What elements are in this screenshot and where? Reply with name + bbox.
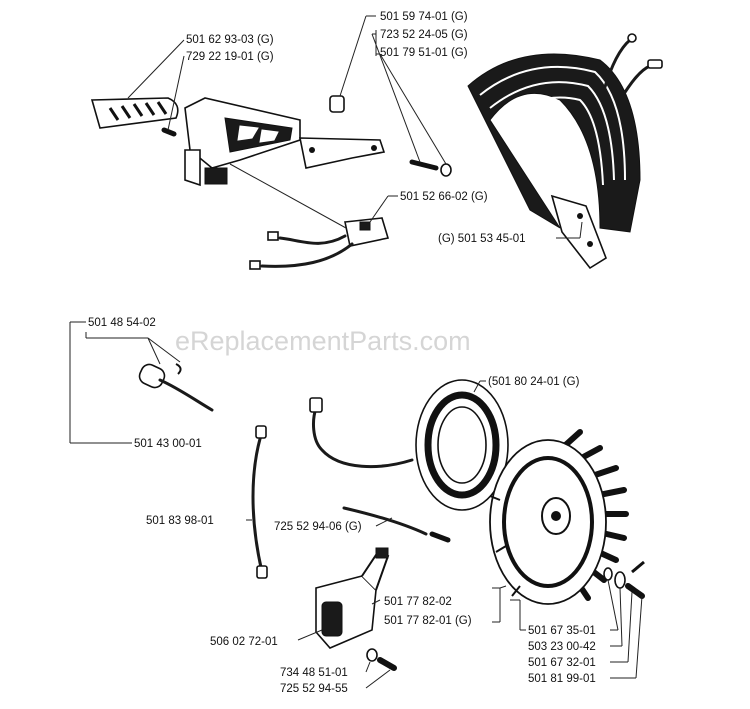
flywheel-nut-washer-part — [603, 560, 645, 599]
label-725-52-94-55: 725 52 94-55 — [280, 683, 348, 695]
label-501-83-98-01: 501 83 98-01 — [146, 515, 214, 527]
stop-switch-part — [344, 217, 390, 247]
coil-wrap-part — [467, 33, 663, 270]
label-501-52-66-02: 501 52 66-02 (G) — [400, 191, 488, 203]
spacer-sleeve-part — [329, 95, 345, 113]
ignition-lead-end-2 — [256, 565, 268, 579]
wire-terminal-2 — [249, 260, 261, 270]
screw-and-washer-part — [409, 159, 452, 177]
label-729-22-19-01: 729 22 19-01 (G) — [186, 51, 274, 63]
label-501-67-32-01: 501 67 32-01 — [528, 657, 596, 669]
label-503-23-00-42: 503 23 00-42 — [528, 641, 596, 653]
flywheel-ring-part — [415, 379, 509, 511]
module-screw-part — [366, 648, 397, 671]
spark-plug-cap-part — [138, 363, 214, 412]
label-501-59-74-01: 501 59 74-01 (G) — [380, 11, 468, 23]
switch-wire-1 — [278, 234, 347, 245]
ring-wire-connector — [309, 397, 323, 413]
screw-725-52-94-06 — [342, 506, 428, 536]
ignition-lead-end-1 — [255, 425, 267, 439]
ring-wire-part — [312, 406, 414, 468]
handle-housing-part — [184, 97, 301, 187]
bracket-plate-part — [299, 137, 386, 169]
small-screw-part — [161, 127, 177, 137]
label-501-79-51-01: 501 79 51-01 (G) — [380, 47, 468, 59]
leader-lines — [69, 15, 643, 689]
ignition-module-part — [315, 547, 390, 649]
label-501-53-45-01: (G) 501 53 45-01 — [438, 233, 526, 245]
screw-head-725 — [429, 531, 451, 543]
label-501-77-82-02: 501 77 82-02 — [384, 596, 452, 608]
label-734-48-51-01: 734 48 51-01 — [280, 667, 348, 679]
label-501-43-00-01: 501 43 00-01 — [134, 438, 202, 450]
label-501-77-82-01: 501 77 82-01 (G) — [384, 615, 472, 627]
wire-terminal-1 — [267, 231, 279, 241]
label-723-52-24-05: 723 52 24-05 (G) — [380, 29, 468, 41]
switch-wire-2 — [260, 242, 354, 268]
label-725-52-94-06: 725 52 94-06 (G) — [274, 521, 362, 533]
label-501-81-99-01: 501 81 99-01 — [528, 673, 596, 685]
label-501-80-24-01: (501 80 24-01 (G) — [488, 376, 580, 388]
label-506-02-72-01: 506 02 72-01 — [210, 636, 278, 648]
watermark-text: eReplacementParts.com — [175, 326, 471, 356]
ignition-lead-part — [251, 430, 264, 574]
handle-cover-part — [90, 97, 179, 129]
flywheel-part — [489, 429, 629, 605]
label-501-67-35-01: 501 67 35-01 — [528, 625, 596, 637]
label-501-62-93-03: 501 62 93-03 (G) — [186, 34, 274, 46]
label-501-48-54-02: 501 48 54-02 — [88, 317, 156, 329]
